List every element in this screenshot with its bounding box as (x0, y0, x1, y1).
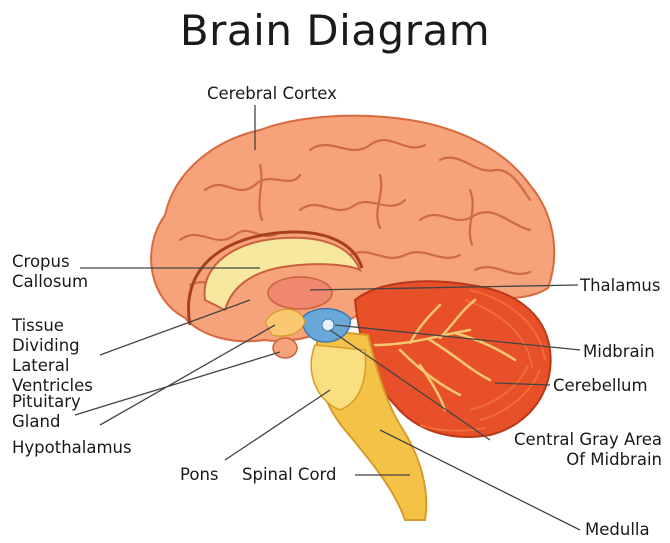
label-cerebellum: Cerebellum (553, 376, 648, 396)
label-hypothalamus: Hypothalamus (12, 438, 132, 458)
label-spinal-cord: Spinal Cord (242, 465, 337, 485)
label-thalamus: Thalamus (580, 276, 660, 296)
label-medulla: Medulla (585, 520, 650, 540)
label-tissue-dividing-lateral-ventricles: Tissue Dividing Lateral Ventricles (12, 316, 93, 396)
label-central-gray-area: Central Gray Area Of Midbrain (490, 430, 662, 470)
leader-pons (225, 390, 330, 460)
pituitary-shape (273, 338, 297, 358)
leader-hypothalamus (100, 325, 275, 425)
thalamus-shape (268, 277, 332, 309)
label-cerebral-cortex: Cerebral Cortex (207, 84, 337, 104)
label-pituitary-gland: Pituitary Gland (12, 392, 81, 432)
central-gray-dot (322, 319, 334, 331)
label-pons: Pons (180, 465, 219, 485)
leader-pituitary (75, 352, 280, 415)
label-corpus-callosum: Cropus Callosum (12, 252, 88, 292)
label-midbrain: Midbrain (583, 342, 655, 362)
